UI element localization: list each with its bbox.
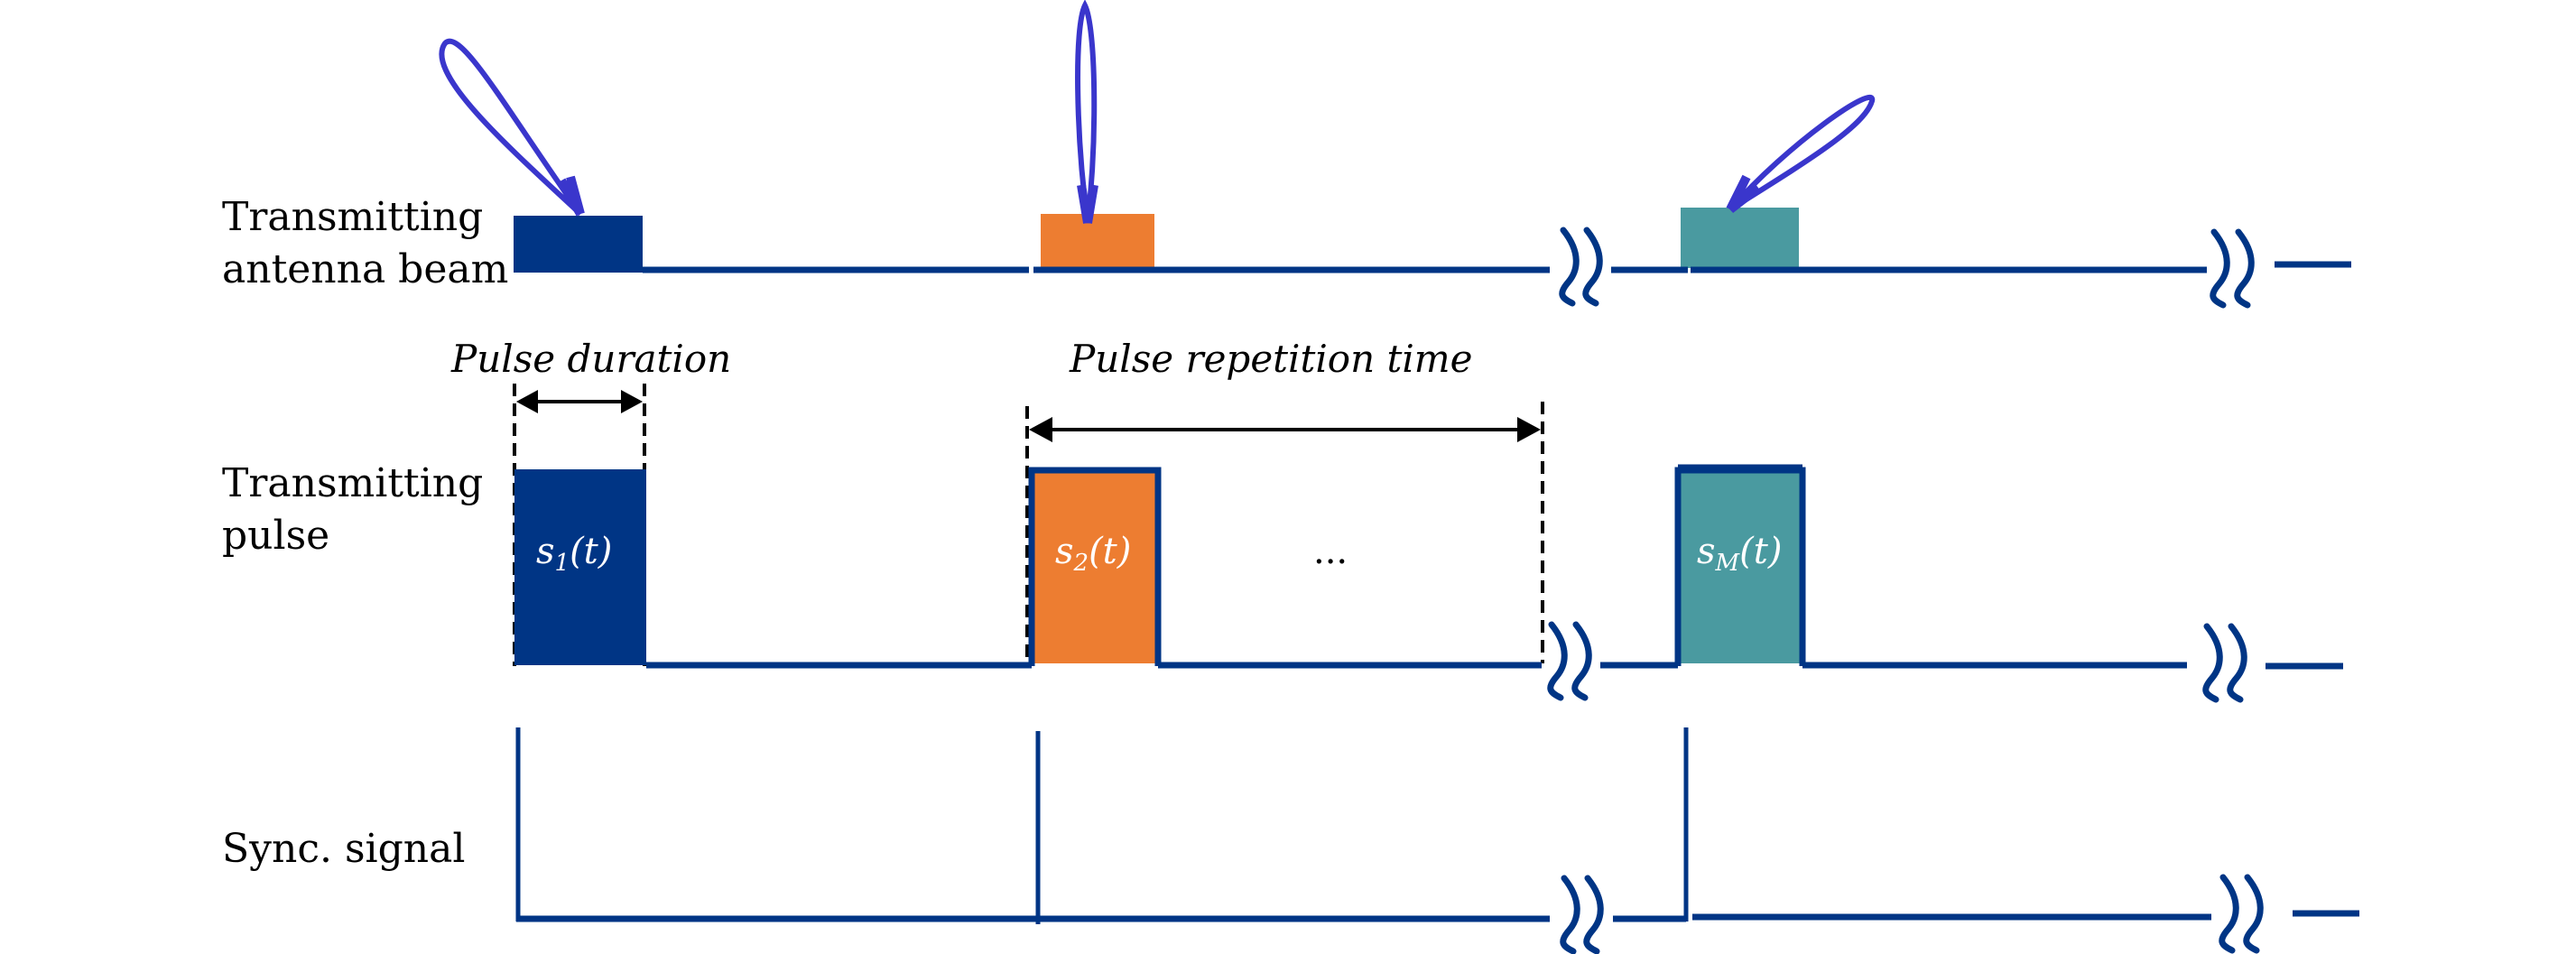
row-label-pulse-line1: Transmitting <box>222 460 483 506</box>
pulse-block-M <box>1674 464 1806 666</box>
break-symbol-icon <box>2210 228 2255 309</box>
break-symbol-icon <box>2202 623 2247 703</box>
pulse-label-2: s2(t) <box>1055 531 1131 577</box>
sync-row <box>515 727 2359 954</box>
pulse-row: s1(t) s2(t) sM(t) ... <box>514 464 2343 703</box>
row-label-sync-line1: Sync. signal <box>222 826 465 872</box>
break-symbol-icon <box>1547 621 1592 701</box>
antenna-beam-lobe-icon <box>439 38 585 217</box>
row-label-pulse: Transmitting pulse <box>222 460 483 559</box>
row-label-beam-line2: antenna beam <box>222 246 508 292</box>
pulse-duration-label: Pulse duration <box>450 337 731 381</box>
pulse-block-2 <box>1028 467 1162 666</box>
ellipsis: ... <box>1313 531 1348 572</box>
antenna-beam-lobe-icon <box>1075 0 1098 224</box>
beam-block-M <box>1681 208 1799 268</box>
pulse-label-M: sM(t) <box>1697 531 1782 577</box>
beam-block-1 <box>514 216 643 273</box>
pulse-duration-arrow-icon <box>516 390 643 413</box>
dimension-annotations: Pulse duration Pulse repetition time <box>450 337 1544 666</box>
break-symbol-icon <box>1560 875 1604 954</box>
pulse-label-1: s1(t) <box>536 531 612 577</box>
beam-block-2 <box>1041 214 1154 268</box>
break-symbol-icon <box>2219 874 2264 954</box>
break-symbol-icon <box>1559 227 1603 307</box>
row-label-pulse-line2: pulse <box>222 513 329 559</box>
row-label-beam: Transmitting antenna beam <box>222 194 508 292</box>
pulse-repetition-arrow-icon <box>1029 417 1541 442</box>
pulse-block-1 <box>514 469 646 665</box>
row-label-beam-line1: Transmitting <box>222 194 483 240</box>
row-label-sync: Sync. signal <box>222 826 465 872</box>
beam-row <box>439 0 2351 309</box>
antenna-beam-lobe-icon <box>1726 94 1876 213</box>
pulse-repetition-time-label: Pulse repetition time <box>1069 337 1472 381</box>
